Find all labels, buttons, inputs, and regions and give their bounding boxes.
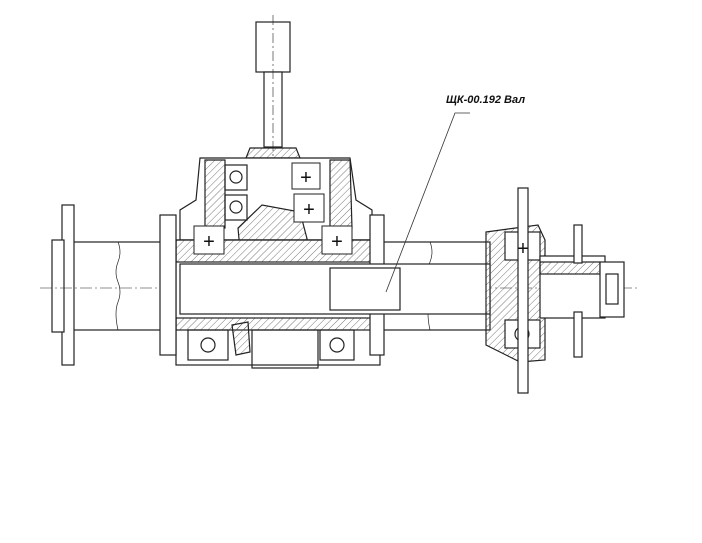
- bearing-marker: +: [331, 231, 343, 253]
- right-hub: [485, 187, 625, 394]
- bearing-marker: +: [517, 238, 529, 260]
- callout-leader-line: [385, 112, 470, 293]
- part-callout-label: ЩК-00.192 Вал: [446, 94, 526, 106]
- inner-shaft: [179, 263, 491, 315]
- bearing-marker: +: [303, 199, 315, 221]
- bearing-marker: +: [300, 167, 312, 189]
- bearing-marker: +: [203, 231, 215, 253]
